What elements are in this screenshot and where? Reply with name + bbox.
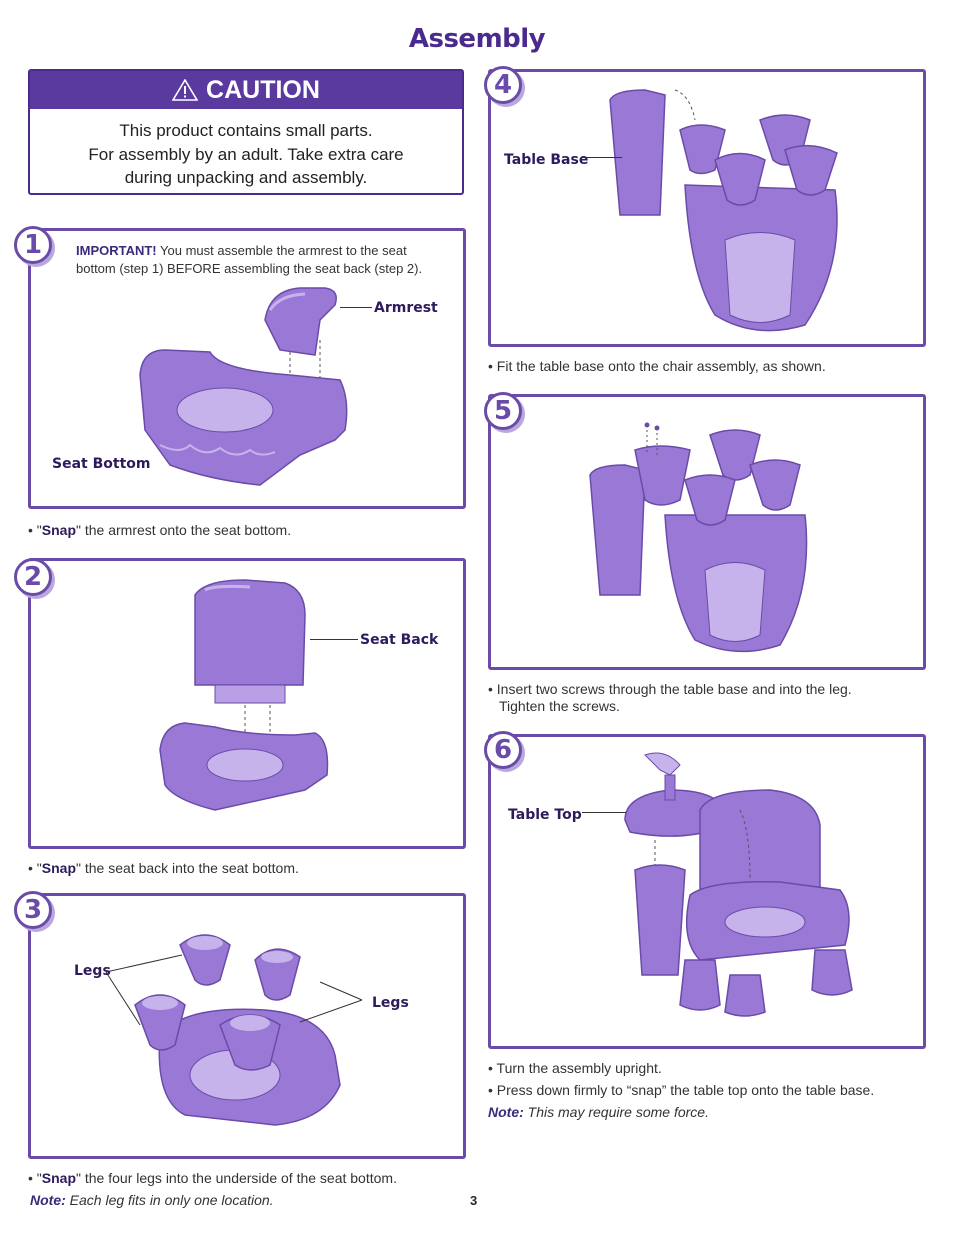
caution-text: This product contains small parts. For a…	[88, 121, 404, 187]
caution-heading: CAUTION	[206, 75, 320, 104]
leader-lines	[105, 954, 363, 1026]
legs-label-left: Legs	[74, 963, 111, 979]
table-base-label: Table Base	[504, 152, 589, 168]
step-3-instruction: • "Snap" the four legs into the undersid…	[28, 1170, 397, 1186]
armrest-label: Armrest	[374, 300, 438, 316]
seat-back-label: Seat Back	[360, 632, 439, 648]
step-1-badge: 1	[14, 226, 52, 264]
caution-header: CAUTION	[30, 71, 462, 109]
step-1-instruction: • "Snap" the armrest onto the seat botto…	[28, 522, 292, 538]
screws-illustration	[589, 422, 808, 653]
page-title: Assembly	[408, 24, 546, 54]
step-6-note: Note: This may require some force.	[488, 1104, 709, 1120]
step-5-instruction-1: • Insert two screws through the table ba…	[488, 681, 852, 697]
step-5-badge: 5	[484, 392, 522, 430]
warning-triangle-icon	[172, 79, 199, 101]
caution-box: CAUTION This product contains small part…	[28, 69, 464, 195]
step-1-important: IMPORTANT! You must assemble the armrest…	[76, 243, 423, 276]
legs-illustration	[134, 934, 341, 1126]
step-3-note: Note: Each leg fits in only one location…	[30, 1192, 274, 1208]
step-6-instruction-1: • Turn the assembly upright.	[488, 1060, 662, 1076]
step-6-instruction-2: • Press down firmly to “snap” the table …	[488, 1082, 875, 1098]
step-4-badge: 4	[484, 66, 522, 104]
seat-bottom-armrest-illustration	[139, 287, 348, 486]
table-base-illustration	[609, 89, 838, 332]
page-number: 3	[470, 1193, 478, 1208]
table-top-label: Table Top	[508, 807, 582, 823]
step-2-instruction: • "Snap" the seat back into the seat bot…	[28, 860, 299, 876]
step-4-instruction: • Fit the table base onto the chair asse…	[488, 358, 826, 374]
seat-back-illustration	[159, 579, 329, 811]
step-6-badge: 6	[484, 731, 522, 769]
legs-label-right: Legs	[372, 995, 409, 1011]
seat-bottom-label: Seat Bottom	[52, 456, 151, 472]
step-5-instruction-2: Tighten the screws.	[499, 698, 620, 714]
step-2-badge: 2	[14, 558, 52, 596]
table-top-illustration	[624, 752, 853, 1017]
step-3-badge: 3	[14, 891, 52, 929]
